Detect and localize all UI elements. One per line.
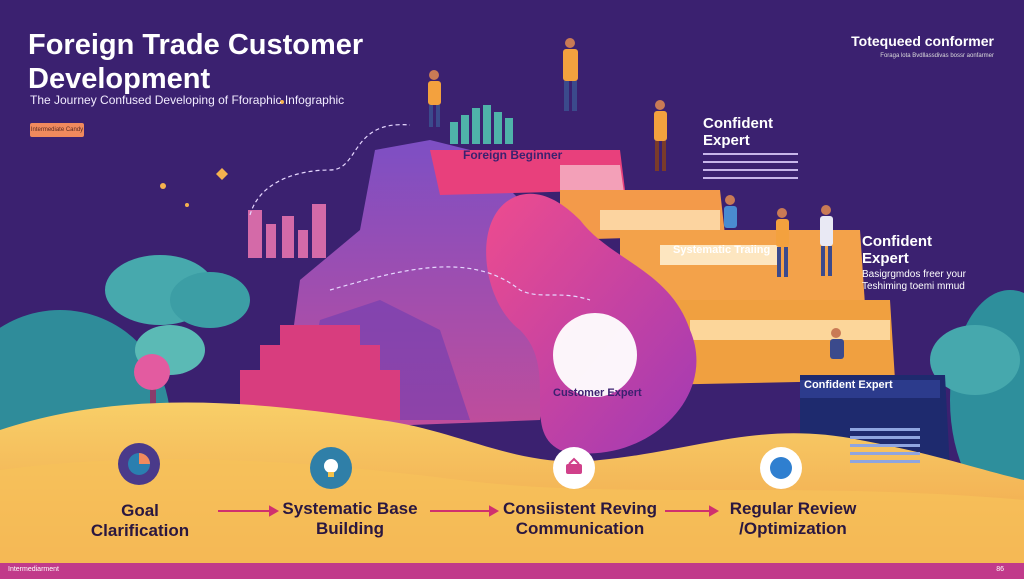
stage-customer-expert: Customer Expert (553, 387, 642, 399)
page-title: Foreign Trade Customer Development (28, 29, 364, 95)
bar-chart-decor (450, 105, 513, 144)
people (428, 38, 844, 359)
journey-path (249, 124, 591, 301)
platforms (430, 150, 950, 470)
page-subtitle: The Journey Confused Developing of Ffora… (30, 93, 345, 107)
stage-systematic-training: Systematic Traiing (673, 244, 771, 256)
footer-left-text: Intermediarment (8, 566, 59, 573)
brand-subtext: Foraga lota Bvdllassdivas bossr aonfarme… (880, 53, 994, 59)
stage-foreign-beginner: Foreign Beginner (463, 148, 563, 162)
stage-confident-expert-top: Confident Expert (703, 115, 773, 149)
pie-chart-icon (118, 443, 160, 485)
step-label-communication: Consiistent Reving Communication (503, 499, 657, 538)
tree-left (134, 354, 170, 420)
step-label-base: Systematic Base Building (282, 499, 418, 538)
stage-confident-expert-low: Confident Expert (804, 379, 893, 391)
step-arrows (218, 505, 720, 517)
bulb-icon (310, 447, 352, 489)
sparkles (160, 100, 284, 207)
top-right-lines (703, 153, 798, 179)
brand-name: Totequeed conformer (851, 33, 994, 49)
city-skyline (248, 204, 326, 258)
basket-icon (553, 447, 595, 489)
step-label-review: Regular Review /Optimization (729, 499, 857, 538)
right-hills (930, 290, 1024, 510)
step-label-goal: Goal Clarification (90, 501, 190, 540)
level-tag: Intermediate Candy (30, 123, 84, 137)
page-number: 86 (996, 566, 1004, 573)
compass-icon (760, 447, 802, 489)
stage-confident-expert-mid-desc: Basigrgmdos freer your Teshiming toemi m… (862, 269, 966, 292)
navy-card-lines (850, 428, 920, 463)
footer-bar: Intermediarment 86 (0, 563, 1024, 579)
stage-confident-expert-mid: Confident Expert (862, 233, 932, 267)
